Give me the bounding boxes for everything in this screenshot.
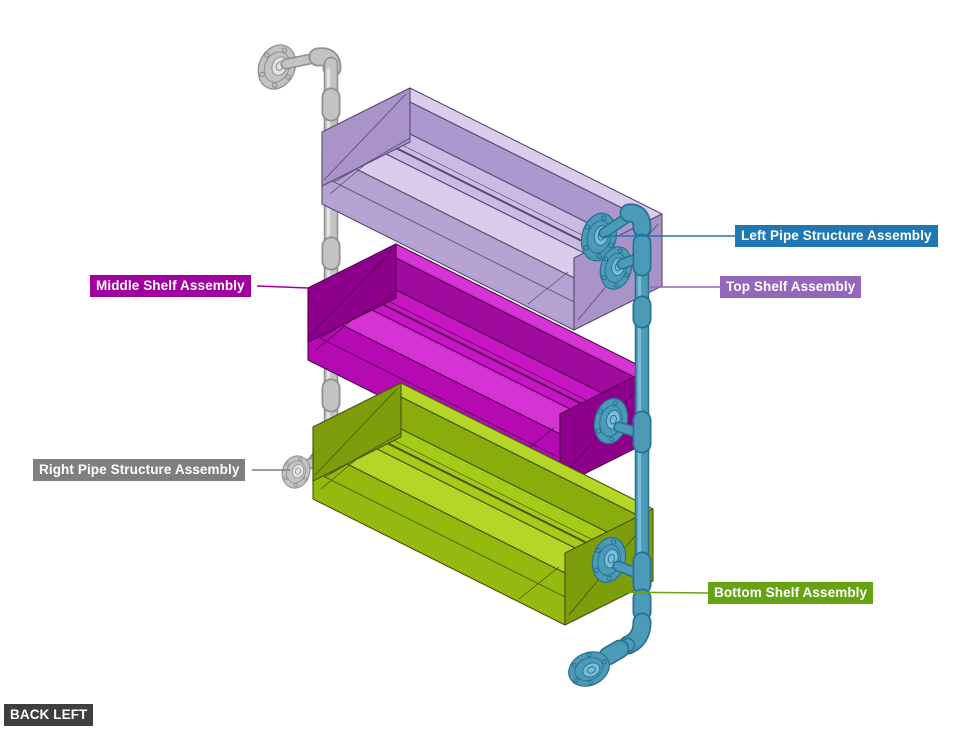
leader-bottom-shelf bbox=[601, 591, 710, 594]
view-orientation-badge: BACK LEFT bbox=[4, 704, 94, 726]
callout-middle-shelf: Middle Shelf Assembly bbox=[90, 275, 251, 297]
callout-left-pipe-structure: Left Pipe Structure Assembly bbox=[735, 225, 938, 247]
gray-floor-flange bbox=[278, 452, 314, 492]
left-pipe-structure-3d bbox=[563, 203, 652, 693]
callout-bottom-shelf: Bottom Shelf Assembly bbox=[708, 582, 874, 604]
leader-lines bbox=[252, 235, 736, 594]
leader-middle-shelf bbox=[256, 285, 309, 289]
callout-right-pipe-structure: Right Pipe Structure Assembly bbox=[33, 459, 246, 481]
callout-top-shelf: Top Shelf Assembly bbox=[720, 276, 862, 298]
